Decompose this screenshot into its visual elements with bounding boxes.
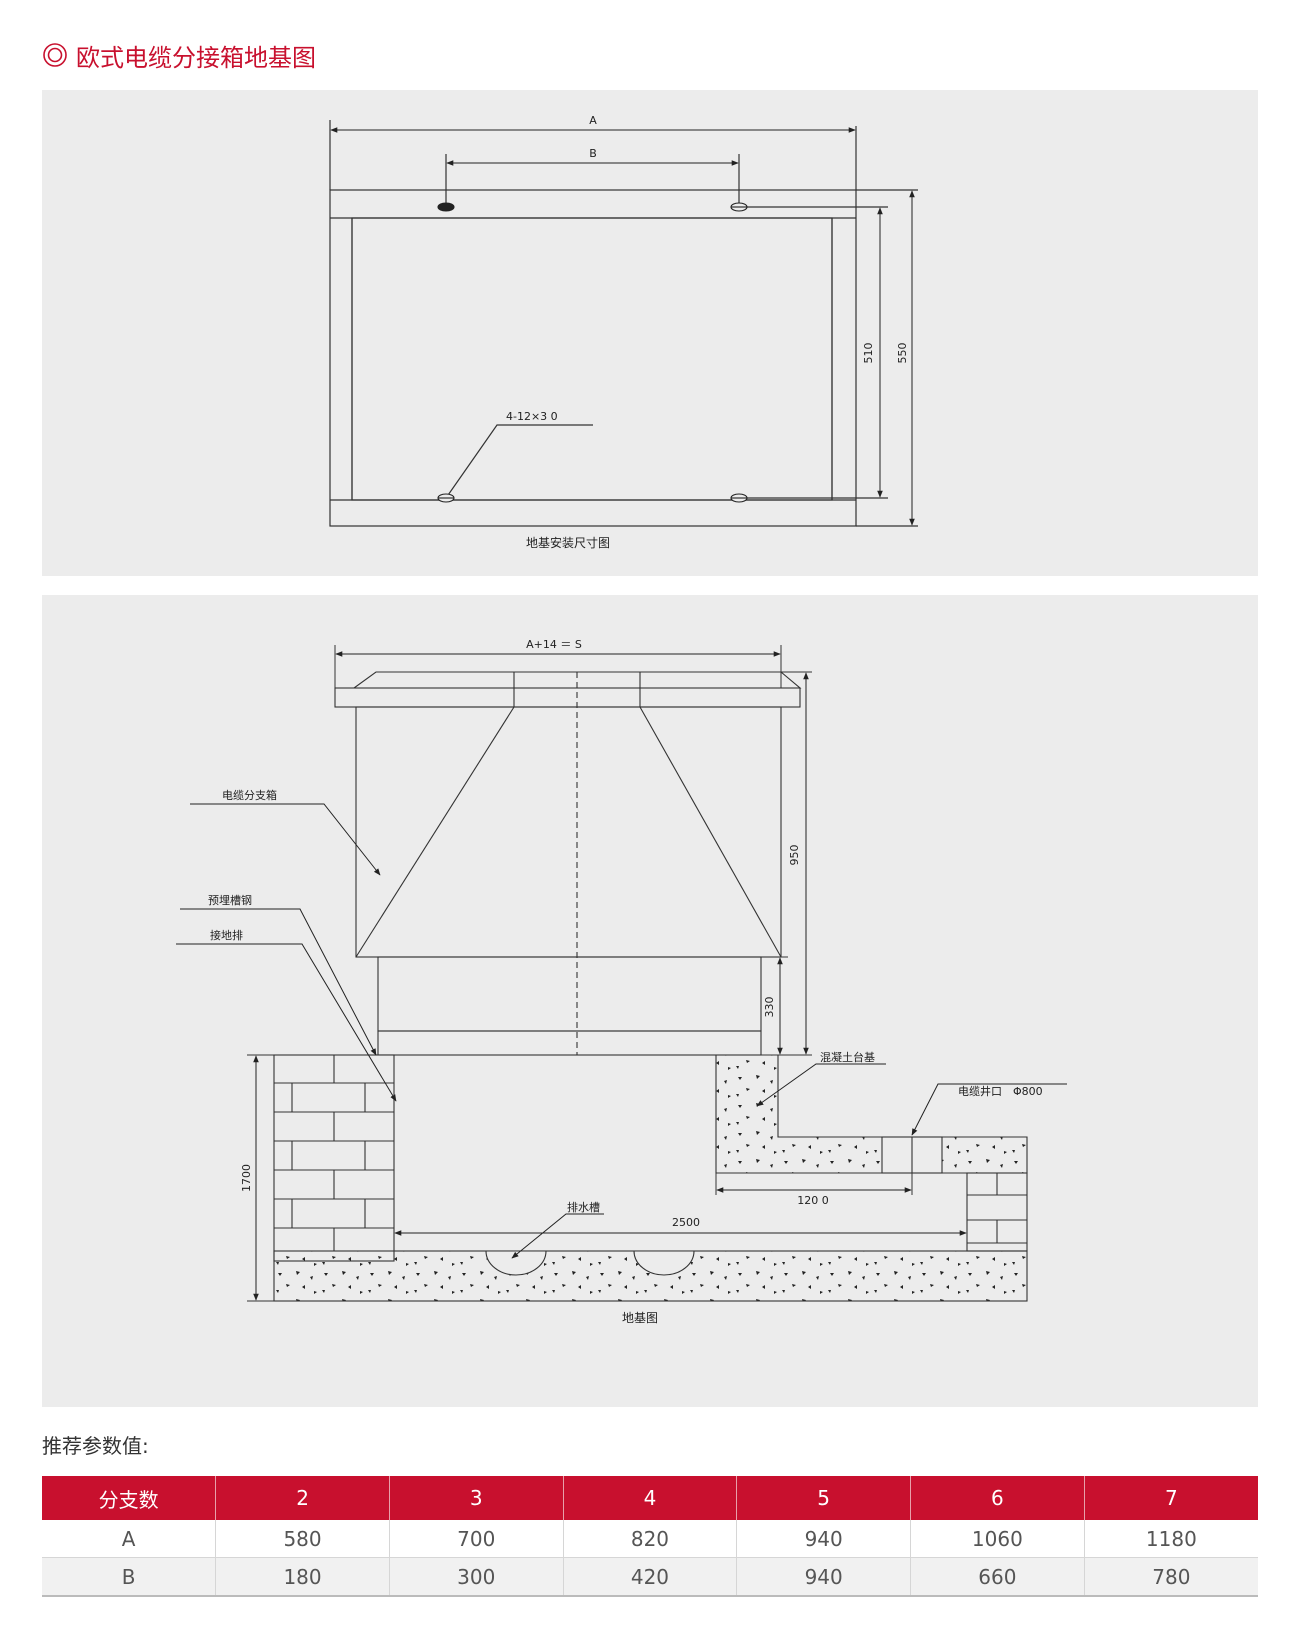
label-cable-branch-box: 电缆分支箱 <box>222 788 277 802</box>
table-cell: 1180 <box>1084 1520 1258 1558</box>
cabinet-roof-band <box>334 687 801 708</box>
header-cell: 2 <box>215 1476 390 1520</box>
double-circle-icon <box>42 42 68 68</box>
dim-label-1200: 120 0 <box>797 1194 829 1207</box>
label-channel-steel: 预埋槽钢 <box>208 894 252 907</box>
table-cell: 420 <box>563 1557 738 1597</box>
page-title-text: 欧式电缆分接箱地基图 <box>76 43 316 72</box>
mounting-hole <box>437 202 455 212</box>
label-drain: 排水槽 <box>567 1200 600 1214</box>
installation-drawing: A B 510 550 4-12×3 0 地基安装尺寸图 <box>329 114 918 550</box>
dim-label-2500: 2500 <box>672 1216 700 1229</box>
table-cell: 700 <box>389 1520 564 1558</box>
dim-label-b: B <box>589 147 597 160</box>
table-cell: 940 <box>736 1557 912 1597</box>
table-cell: 820 <box>563 1520 738 1558</box>
table-cell: 660 <box>910 1557 1085 1597</box>
installation-drawing-panel: A B 510 550 4-12×3 0 地基安装尺寸图 <box>42 90 1258 576</box>
cabinet-body <box>355 706 782 958</box>
drain-channel <box>633 1250 695 1276</box>
dim-label-1700: 1700 <box>240 1164 253 1192</box>
drawing1-caption: 地基安装尺寸图 <box>526 535 610 550</box>
label-cable-well: 电缆井口 Φ800 <box>958 1084 1043 1098</box>
dim-label-950: 950 <box>788 845 801 866</box>
brick-wall-right <box>966 1172 1028 1252</box>
header-cell: 分支数 <box>42 1476 217 1520</box>
table-row: A 580 700 820 940 1060 1180 <box>42 1520 1258 1558</box>
hole-spec-label: 4-12×3 0 <box>506 410 558 423</box>
table-cell: 300 <box>389 1557 564 1597</box>
header-cell: 7 <box>1084 1476 1258 1520</box>
foundation-slab <box>273 1250 1028 1302</box>
page-title: 欧式电缆分接箱地基图 <box>42 38 316 72</box>
concrete-pedestal <box>715 1054 1028 1174</box>
table-cell: 1060 <box>910 1520 1085 1558</box>
header-cell: 4 <box>563 1476 738 1520</box>
table-cell: B <box>42 1557 217 1597</box>
dim-label-a: A <box>589 114 597 127</box>
frame-outer <box>329 189 857 527</box>
table-cell: 780 <box>1084 1557 1258 1597</box>
dim-label-510: 510 <box>862 343 875 364</box>
params-header-row: 分支数 2 3 4 5 6 7 <box>42 1476 1258 1520</box>
header-cell: 3 <box>389 1476 564 1520</box>
dim-label-330: 330 <box>763 997 776 1018</box>
table-row: B 180 300 420 940 660 780 <box>42 1557 1258 1597</box>
drain-channel <box>485 1250 547 1276</box>
channel-steel <box>377 1030 762 1056</box>
table-cell: A <box>42 1520 217 1558</box>
dim-label-550: 550 <box>896 343 909 364</box>
table-cell: 180 <box>215 1557 390 1597</box>
table-cell: 940 <box>736 1520 912 1558</box>
table-cell: 580 <box>215 1520 390 1558</box>
cabinet-base <box>377 956 762 1032</box>
drawing2-caption: 地基图 <box>622 1311 658 1325</box>
label-concrete-base: 混凝土台基 <box>820 1050 875 1064</box>
brick-wall-left <box>273 1054 395 1262</box>
foundation-drawing-panel: A+14 ＝ S 950 330 1700 120 0 2500 电缆分支箱 预… <box>42 595 1258 1407</box>
label-ground-bar: 接地排 <box>210 928 243 942</box>
params-table: 分支数 2 3 4 5 6 7 A 580 700 820 940 1060 1… <box>42 1476 1258 1597</box>
params-subtitle: 推荐参数值: <box>42 1434 149 1458</box>
header-cell: 5 <box>736 1476 912 1520</box>
header-cell: 6 <box>910 1476 1085 1520</box>
foundation-drawing: A+14 ＝ S 950 330 1700 120 0 2500 电缆分支箱 预… <box>176 638 1067 1325</box>
dim-label-width: A+14 ＝ S <box>526 638 582 651</box>
